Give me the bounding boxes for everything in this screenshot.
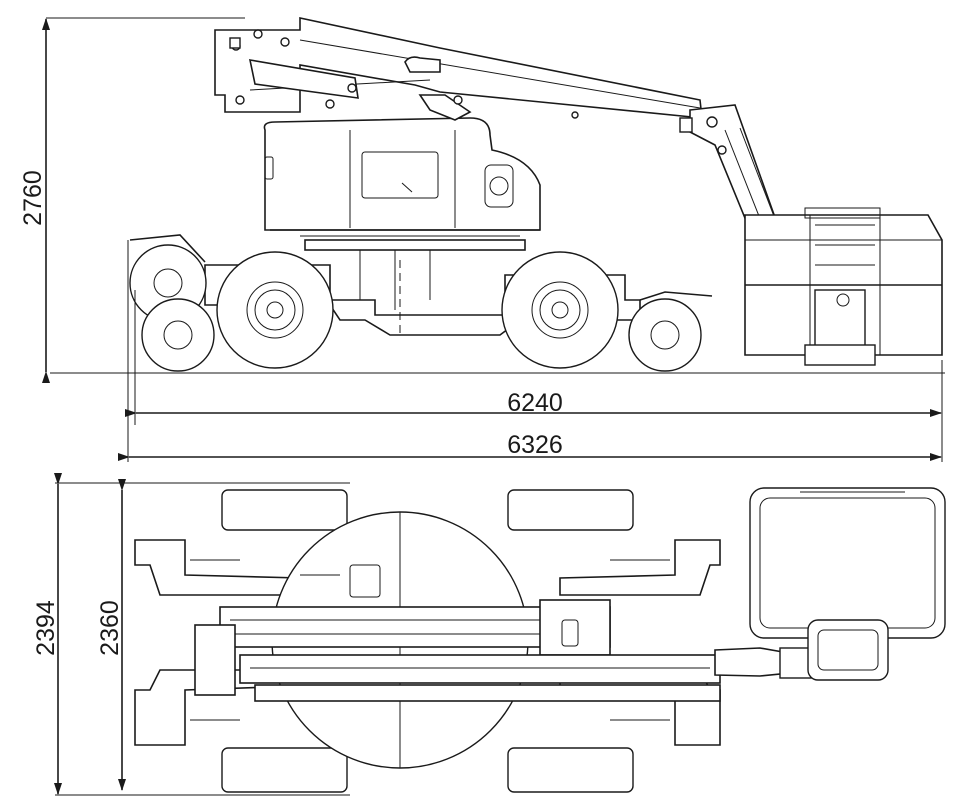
wheel-width-dimension-label: 2360 [96,600,124,656]
oscillating-wheels-rear [129,234,215,372]
top-boom [194,599,831,702]
overall-width-dimension-label: 2394 [32,600,60,656]
main-boom [214,17,703,121]
height-dimension-label: 2760 [19,170,47,226]
top-view: 2394 2360 [32,473,946,796]
top-wheel-rear-left [221,489,348,531]
top-wheel-front-left [507,489,634,531]
overall-length-dimension-label: 6326 [507,431,563,459]
main-wheel-front [501,251,619,369]
top-platform [749,487,946,681]
turntable-housing [263,117,541,237]
main-wheel-rear [216,251,334,369]
oscillating-wheel-front [628,291,713,372]
platform-basket [744,207,943,366]
top-wheel-front-right [507,747,634,793]
side-view: 2760 6240 6326 [19,17,945,462]
top-wheel-rear-right [221,747,348,793]
length-dimension-label: 6240 [507,389,563,417]
